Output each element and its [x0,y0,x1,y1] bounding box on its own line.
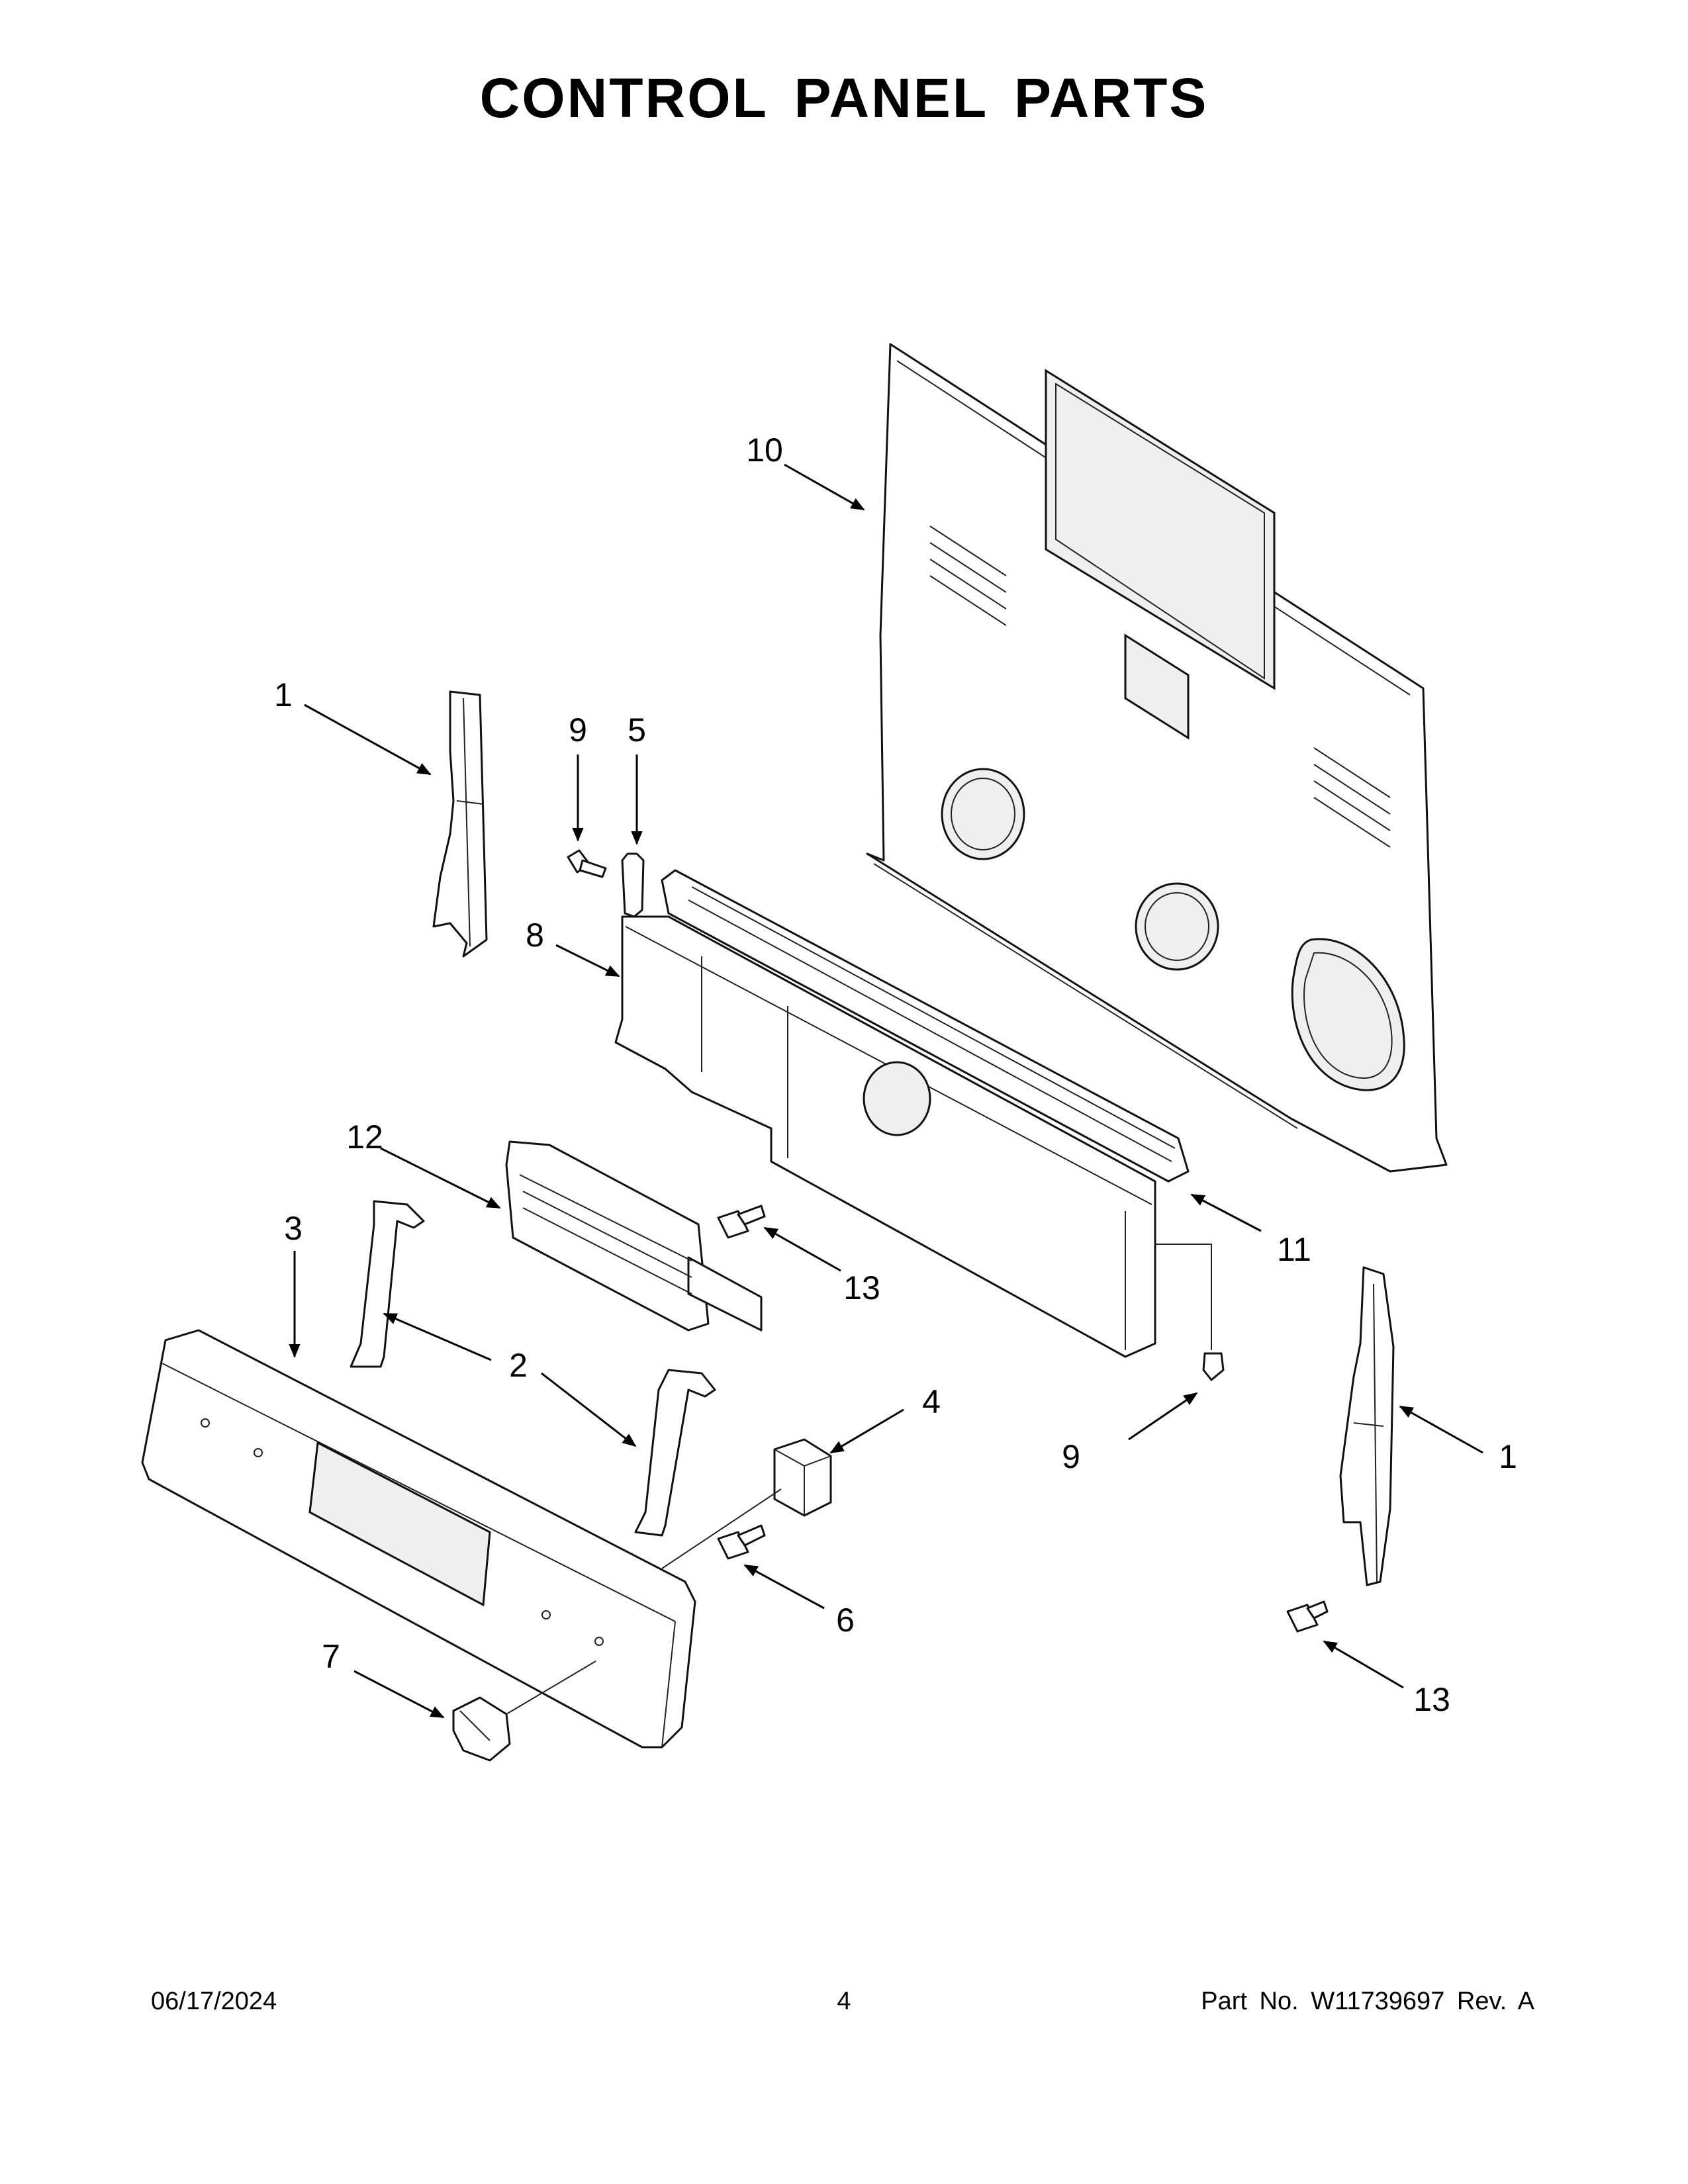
leader-7 [353,1670,445,1719]
footer-part-number: Part No. W11739697 Rev. A [1201,1987,1534,2015]
callout-labels: 10 1 9 5 8 12 11 13 3 2 4 9 1 6 7 13 [274,432,1517,1718]
leader-10 [784,463,865,511]
part-11-channel [661,869,1190,1183]
callout-5: 5 [628,711,646,749]
part-1-right-end-bracket [1339,1266,1395,1586]
leader-6 [743,1564,825,1610]
part-3-console [141,1329,696,1749]
callout-2: 2 [509,1347,528,1384]
leader-4 [829,1408,904,1454]
leader-arrows [289,463,1483,1719]
leader-13-center [763,1226,841,1272]
callout-12: 12 [346,1118,383,1156]
part-4-terminal-block [661,1438,832,1569]
part-1-left-end-bracket [432,690,488,958]
callout-9-bottom: 9 [1062,1438,1080,1475]
part-2-support-brackets [350,1200,716,1537]
leader-1-right [1399,1405,1483,1454]
leader-12 [380,1147,501,1209]
callout-11: 11 [1277,1231,1311,1268]
callout-13-right: 13 [1413,1681,1450,1718]
part-12-control-board [505,1140,763,1332]
part-10-rear-panel [866,343,1448,1173]
callout-6: 6 [836,1602,855,1639]
callout-7: 7 [322,1638,340,1675]
leader-9-bottom [1128,1392,1198,1441]
callout-10: 10 [746,432,783,469]
callout-4: 4 [922,1383,941,1420]
leader-1-left [304,704,432,776]
footer-date: 06/17/2024 [151,1987,277,2015]
footer-page-number: 4 [837,1987,851,2015]
leader-2a [383,1312,492,1361]
leader-8 [555,944,620,978]
callout-13-center: 13 [843,1269,880,1306]
callout-3: 3 [284,1210,303,1247]
part-9-screws [567,849,1225,1381]
part-6-screw [717,1524,766,1560]
callout-9-top: 9 [569,711,587,749]
callout-1-left: 1 [274,676,293,713]
callout-8: 8 [526,917,544,954]
part-7-knob [452,1661,596,1762]
part-5-clip [621,852,645,918]
part-8-bracket [614,915,1156,1358]
leader-13-right [1323,1640,1404,1689]
part-13-screws [717,1205,1329,1633]
leader-2b [541,1372,637,1447]
leader-11 [1190,1193,1262,1232]
callout-1-right: 1 [1499,1438,1517,1475]
page-title: CONTROL PANEL PARTS [479,67,1209,129]
